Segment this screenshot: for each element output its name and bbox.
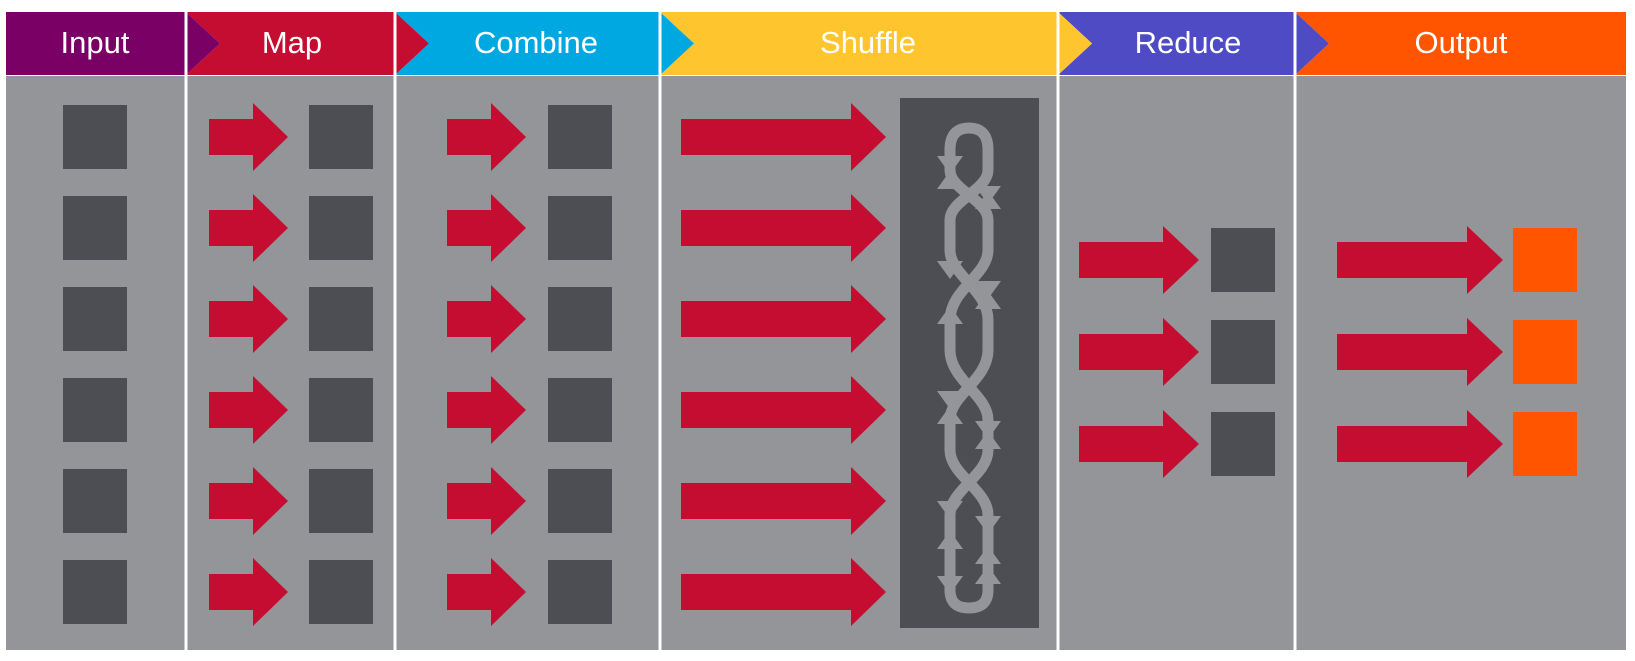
reduce-block [1211, 228, 1275, 292]
map-arrow [209, 194, 288, 262]
braid-arrowhead [937, 306, 963, 324]
output-arrow [1337, 318, 1503, 386]
stage-label-combine: Combine [474, 25, 598, 60]
header-map [186, 12, 429, 75]
input-block [63, 469, 127, 533]
combine-arrow [447, 285, 526, 353]
combine-block [548, 378, 612, 442]
stage-label-shuffle: Shuffle [820, 25, 916, 60]
map-block [309, 287, 373, 351]
braid-arrowhead [937, 406, 963, 424]
braid-arrowhead [937, 261, 963, 279]
output-arrow [1337, 226, 1503, 294]
shuffle-arrow [681, 194, 886, 262]
output-block [1513, 412, 1577, 476]
map-block [309, 560, 373, 624]
braid-arrowhead [975, 421, 1001, 439]
stage-label-input: Input [61, 25, 130, 60]
shuffle-arrow [681, 376, 886, 444]
header-input [6, 12, 220, 75]
stage-label-map: Map [262, 25, 322, 60]
map-block [309, 378, 373, 442]
header-combine [395, 12, 694, 75]
input-block [63, 287, 127, 351]
input-block [63, 560, 127, 624]
combine-block [548, 560, 612, 624]
diagram-content [63, 103, 1577, 626]
stage-label-reduce: Reduce [1135, 25, 1242, 60]
combine-arrow [447, 103, 526, 171]
map-arrow [209, 285, 288, 353]
stage-label-output: Output [1414, 25, 1507, 60]
shuffle-arrow [681, 285, 886, 353]
reduce-arrow [1079, 318, 1199, 386]
shuffle-arrow [681, 103, 886, 171]
header-shuffle [660, 12, 1092, 75]
shuffle-box [900, 98, 1039, 628]
output-block [1513, 228, 1577, 292]
output-arrow [1337, 410, 1503, 478]
combine-block [548, 469, 612, 533]
output-block [1513, 320, 1577, 384]
stage-dividers [184, 12, 1297, 650]
braid-arrowhead [937, 576, 963, 594]
header-reduce [1058, 12, 1329, 75]
map-arrow [209, 376, 288, 444]
map-arrow [209, 103, 288, 171]
combine-block [548, 287, 612, 351]
combine-arrow [447, 558, 526, 626]
shuffle-arrow [681, 467, 886, 535]
braid-arrowhead [937, 171, 963, 189]
reduce-block [1211, 320, 1275, 384]
combine-arrow [447, 467, 526, 535]
stage-header: Input Map Combine Shuffle Reduce Output [6, 12, 1626, 75]
braid-arrowhead [975, 281, 1001, 299]
map-arrow [209, 558, 288, 626]
braid-arrowhead [975, 191, 1001, 209]
braid-arrowhead [975, 566, 1001, 584]
map-block [309, 196, 373, 260]
braid-arrowhead [937, 501, 963, 519]
braid-arrowhead [975, 516, 1001, 534]
braid-arrowhead [975, 431, 1001, 449]
braid-strand [944, 144, 994, 596]
map-arrow [209, 467, 288, 535]
input-block [63, 105, 127, 169]
reduce-block [1211, 412, 1275, 476]
combine-block [548, 196, 612, 260]
braid-arrowhead [937, 391, 963, 409]
header-output [1295, 12, 1626, 75]
input-block [63, 378, 127, 442]
shuffle-arrow [681, 558, 886, 626]
combine-arrow [447, 194, 526, 262]
braid-arrowhead [937, 531, 963, 549]
braid-top-loop [944, 122, 994, 156]
braid-arrowheads [937, 156, 1001, 594]
input-block [63, 196, 127, 260]
combine-arrow [447, 376, 526, 444]
map-block [309, 105, 373, 169]
reduce-arrow [1079, 226, 1199, 294]
reduce-arrow [1079, 410, 1199, 478]
braid-arrowhead [975, 291, 1001, 309]
braid-bottom-loop [944, 584, 994, 614]
map-block [309, 469, 373, 533]
braid-arrowhead [975, 546, 1001, 564]
combine-block [548, 105, 612, 169]
braid-arrowhead [937, 156, 963, 174]
